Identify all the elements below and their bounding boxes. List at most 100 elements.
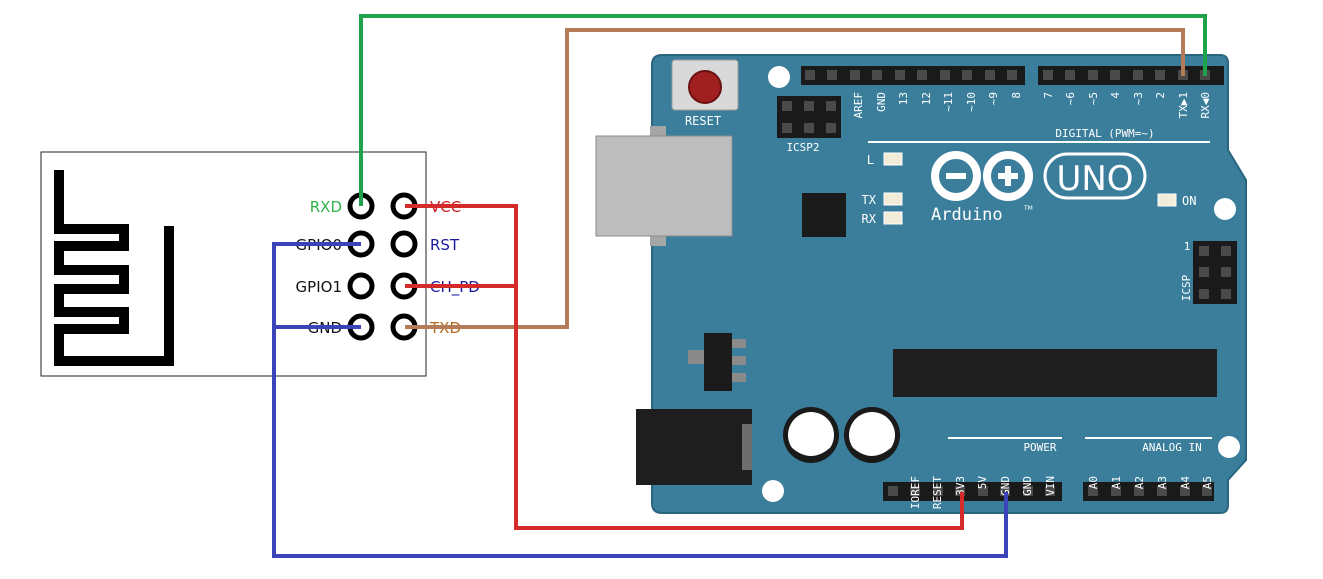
header-pin[interactable] <box>1088 70 1098 80</box>
brand-name: Arduino <box>931 205 1003 225</box>
header-pin[interactable] <box>1007 70 1017 80</box>
led-tx <box>883 192 903 206</box>
pin-label-digital: 7 <box>1042 92 1055 99</box>
capacitor <box>783 407 839 463</box>
icsp-pin[interactable] <box>1221 289 1231 299</box>
pin-label-digital: ~11 <box>942 92 955 112</box>
header-pin[interactable] <box>895 70 905 80</box>
esp-pin[interactable] <box>390 230 418 258</box>
icsp2-label: ICSP2 <box>786 141 819 154</box>
pin-label-digital: TX▶1 <box>1177 92 1190 119</box>
header-pin[interactable] <box>1155 70 1165 80</box>
icsp-pin[interactable] <box>1199 246 1209 256</box>
icsp2-pin[interactable] <box>804 101 814 111</box>
header-pin[interactable] <box>805 70 815 80</box>
reset-button[interactable] <box>688 70 722 104</box>
header-pin[interactable] <box>955 486 965 496</box>
power-label: POWER <box>1023 441 1056 454</box>
header-pin[interactable] <box>1180 486 1190 496</box>
pin-label-digital: RX◀0 <box>1199 92 1212 119</box>
header-pin[interactable] <box>933 486 943 496</box>
icsp2-pin[interactable] <box>826 101 836 111</box>
icsp2-pin[interactable] <box>826 123 836 133</box>
header-pin[interactable] <box>850 70 860 80</box>
pin-label-digital: GND <box>875 92 888 112</box>
brand-tm: TM <box>1023 205 1033 212</box>
mounting-hole <box>1214 198 1236 220</box>
microcontroller-chip-small <box>802 193 846 237</box>
dc-jack-edge <box>742 424 752 470</box>
pin-label-power: 5V <box>976 476 989 490</box>
icsp-pin[interactable] <box>1199 267 1209 277</box>
icsp2-pin[interactable] <box>782 101 792 111</box>
header-pin[interactable] <box>888 486 898 496</box>
header-pin[interactable] <box>1202 486 1212 496</box>
esp-pin-label: GPIO1 <box>296 278 342 296</box>
pin-label-analog: A5 <box>1201 476 1214 489</box>
wire-gnd-gnd <box>272 325 1008 558</box>
header-pin[interactable] <box>978 486 988 496</box>
header-pin[interactable] <box>827 70 837 80</box>
regulator-tab <box>688 350 704 364</box>
pin-label-digital: ~3 <box>1132 92 1145 105</box>
header-pin[interactable] <box>1133 70 1143 80</box>
icsp-pin[interactable] <box>1221 267 1231 277</box>
usb-connector <box>595 135 733 237</box>
pin-label-digital: 12 <box>920 92 933 105</box>
power-header <box>883 482 1062 501</box>
digital-header-right <box>1038 66 1224 85</box>
header-pin[interactable] <box>1111 486 1121 496</box>
icsp-pin[interactable] <box>1199 289 1209 299</box>
header-pin[interactable] <box>872 70 882 80</box>
header-pin[interactable] <box>1045 486 1055 496</box>
header-pin[interactable] <box>910 486 920 496</box>
header-pin[interactable] <box>1065 70 1075 80</box>
mounting-hole <box>762 480 784 502</box>
analog-header <box>1083 482 1214 501</box>
header-pin[interactable] <box>940 70 950 80</box>
pin-label-digital: 2 <box>1154 92 1167 99</box>
pin-label-analog: A1 <box>1110 476 1123 489</box>
icsp-pin[interactable] <box>1221 246 1231 256</box>
header-pin[interactable] <box>1110 70 1120 80</box>
pin-label-power: GND <box>1021 476 1034 496</box>
regulator-pin <box>732 356 746 365</box>
led-tx-label: TX <box>862 193 877 207</box>
header-pin[interactable] <box>1000 486 1010 496</box>
esp-pin[interactable] <box>347 272 375 300</box>
header-pin[interactable] <box>1023 486 1033 496</box>
dc-jack <box>636 409 752 485</box>
pin-label-digital: ~10 <box>965 92 978 112</box>
pin-label-power: RESET <box>931 476 944 509</box>
capacitor <box>844 407 900 463</box>
header-pin[interactable] <box>985 70 995 80</box>
header-pin[interactable] <box>1043 70 1053 80</box>
regulator-pin <box>732 339 746 348</box>
led-rx-label: RX <box>862 212 877 226</box>
pin-label-analog: A4 <box>1179 476 1192 490</box>
pin-label-analog: A0 <box>1087 476 1100 489</box>
pin-label-digital: ~5 <box>1087 92 1100 105</box>
pin-label-digital: ~9 <box>987 92 1000 105</box>
voltage-regulator <box>704 333 732 391</box>
icsp2-pin[interactable] <box>782 123 792 133</box>
wire-txd-to-rx0 <box>405 28 1185 329</box>
pin-label-analog: A3 <box>1156 476 1169 489</box>
icsp-label: ICSP <box>1180 274 1193 301</box>
header-pin[interactable] <box>1134 486 1144 496</box>
icsp2-pin[interactable] <box>804 123 814 133</box>
board-outline <box>651 54 1247 514</box>
esp-pin-label: RST <box>430 236 460 254</box>
pin-label-digital: 13 <box>897 92 910 105</box>
header-pin[interactable] <box>962 70 972 80</box>
uno-badge <box>1043 152 1147 200</box>
analog-label: ANALOG IN <box>1142 441 1202 454</box>
esp-module-outline <box>40 151 427 377</box>
pin-label-digital: 4 <box>1109 92 1122 99</box>
wire-gpio0-gnd <box>272 242 361 327</box>
header-pin[interactable] <box>917 70 927 80</box>
header-pin[interactable] <box>1088 486 1098 496</box>
header-pin[interactable] <box>1157 486 1167 496</box>
